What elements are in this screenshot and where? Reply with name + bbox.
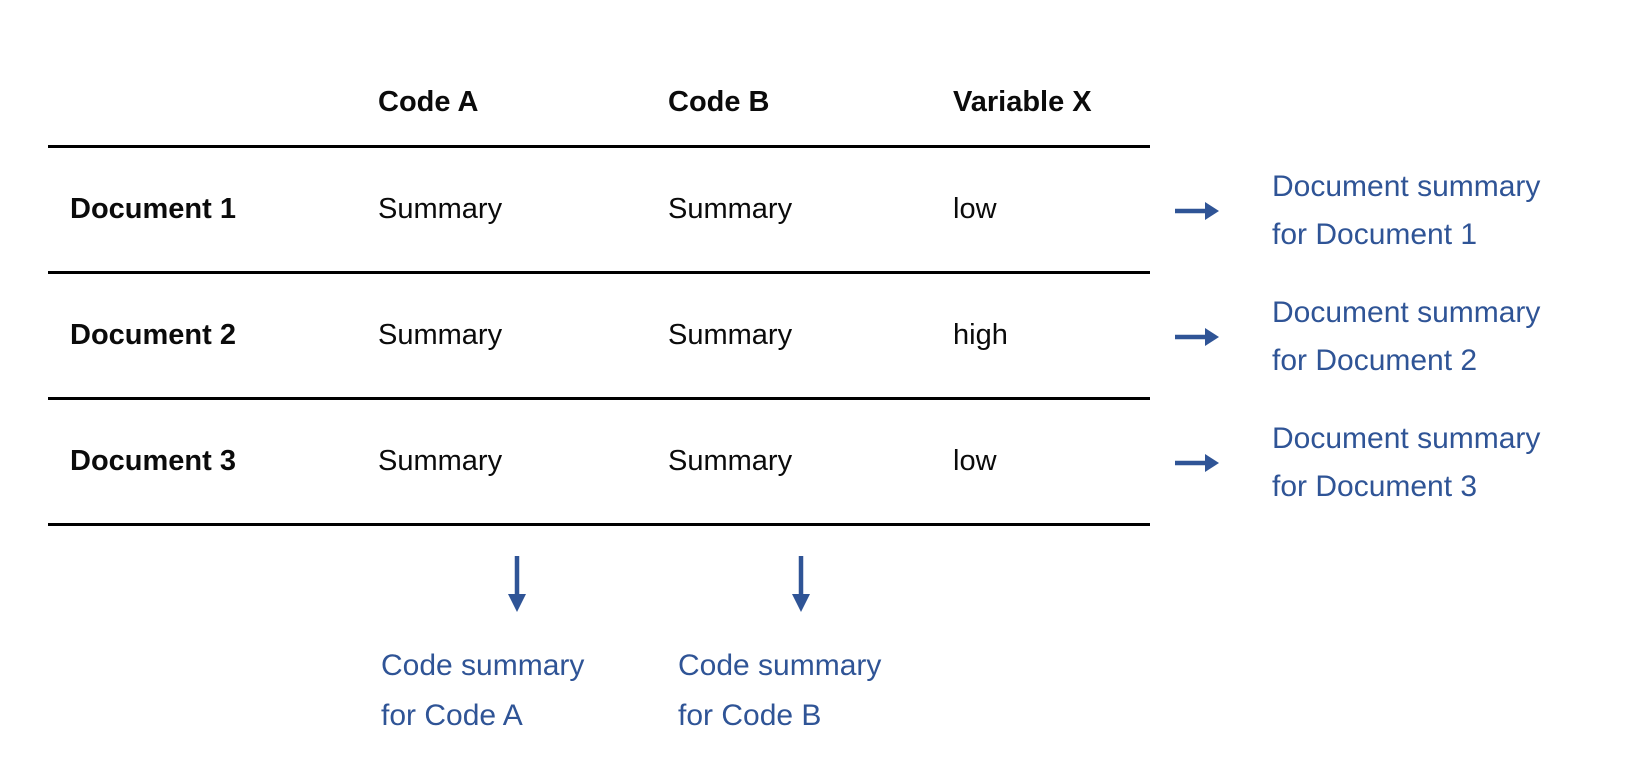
code-summary-line2: for Code A (381, 699, 523, 732)
cell-code-b: Summary (668, 193, 793, 226)
doc-label: Document 1 (70, 193, 236, 226)
document-summary-line1: Document summary (1272, 296, 1541, 329)
down-arrow-icon (792, 556, 810, 612)
cell-code-b: Summary (668, 445, 793, 478)
right-arrow-icon (1175, 328, 1219, 346)
document-summary-line2: for Document 1 (1272, 218, 1478, 251)
cell-variable-x: low (953, 193, 997, 226)
document-summary-line1: Document summary (1272, 422, 1541, 455)
table-header-row: Code A Code B Variable X (48, 60, 1150, 148)
code-summary-line1: Code summary (678, 649, 882, 682)
document-summary-line2: for Document 3 (1272, 470, 1478, 503)
code-summary-annotation-a: Code summary for Code A (381, 641, 584, 741)
document-summary-line1: Document summary (1272, 170, 1541, 203)
code-summary-annotation-b: Code summary for Code B (678, 641, 881, 741)
table-row: Document 3 Summary Summary low (48, 400, 1150, 526)
cell-code-a: Summary (378, 193, 503, 226)
cell-variable-x: high (953, 319, 1008, 352)
cell-code-a: Summary (378, 319, 503, 352)
document-summary-line2: for Document 2 (1272, 344, 1478, 377)
cell-code-b: Summary (668, 319, 793, 352)
document-summary-text: Document summary for Document 2 (1272, 289, 1540, 385)
code-summary-line2: for Code B (678, 699, 822, 732)
header-code-a: Code A (378, 86, 479, 119)
down-arrow-icon (508, 556, 526, 612)
right-arrow-icon (1175, 202, 1219, 220)
doc-label: Document 3 (70, 445, 236, 478)
cell-variable-x: low (953, 445, 997, 478)
right-arrow-icon (1175, 454, 1219, 472)
document-summary-annotation-2: Document summary for Document 2 (1150, 274, 1650, 400)
doc-label: Document 2 (70, 319, 236, 352)
table-row: Document 1 Summary Summary low (48, 148, 1150, 274)
header-variable-x: Variable X (953, 86, 1092, 119)
document-summary-text: Document summary for Document 3 (1272, 415, 1540, 511)
table-row: Document 2 Summary Summary high (48, 274, 1150, 400)
document-summary-annotation-1: Document summary for Document 1 (1150, 148, 1650, 274)
cell-code-a: Summary (378, 445, 503, 478)
document-summary-annotation-3: Document summary for Document 3 (1150, 400, 1650, 526)
document-summary-text: Document summary for Document 1 (1272, 163, 1540, 259)
code-summary-line1: Code summary (381, 649, 585, 682)
coding-table: Code A Code B Variable X Document 1 Summ… (48, 60, 1150, 526)
header-code-b: Code B (668, 86, 770, 119)
